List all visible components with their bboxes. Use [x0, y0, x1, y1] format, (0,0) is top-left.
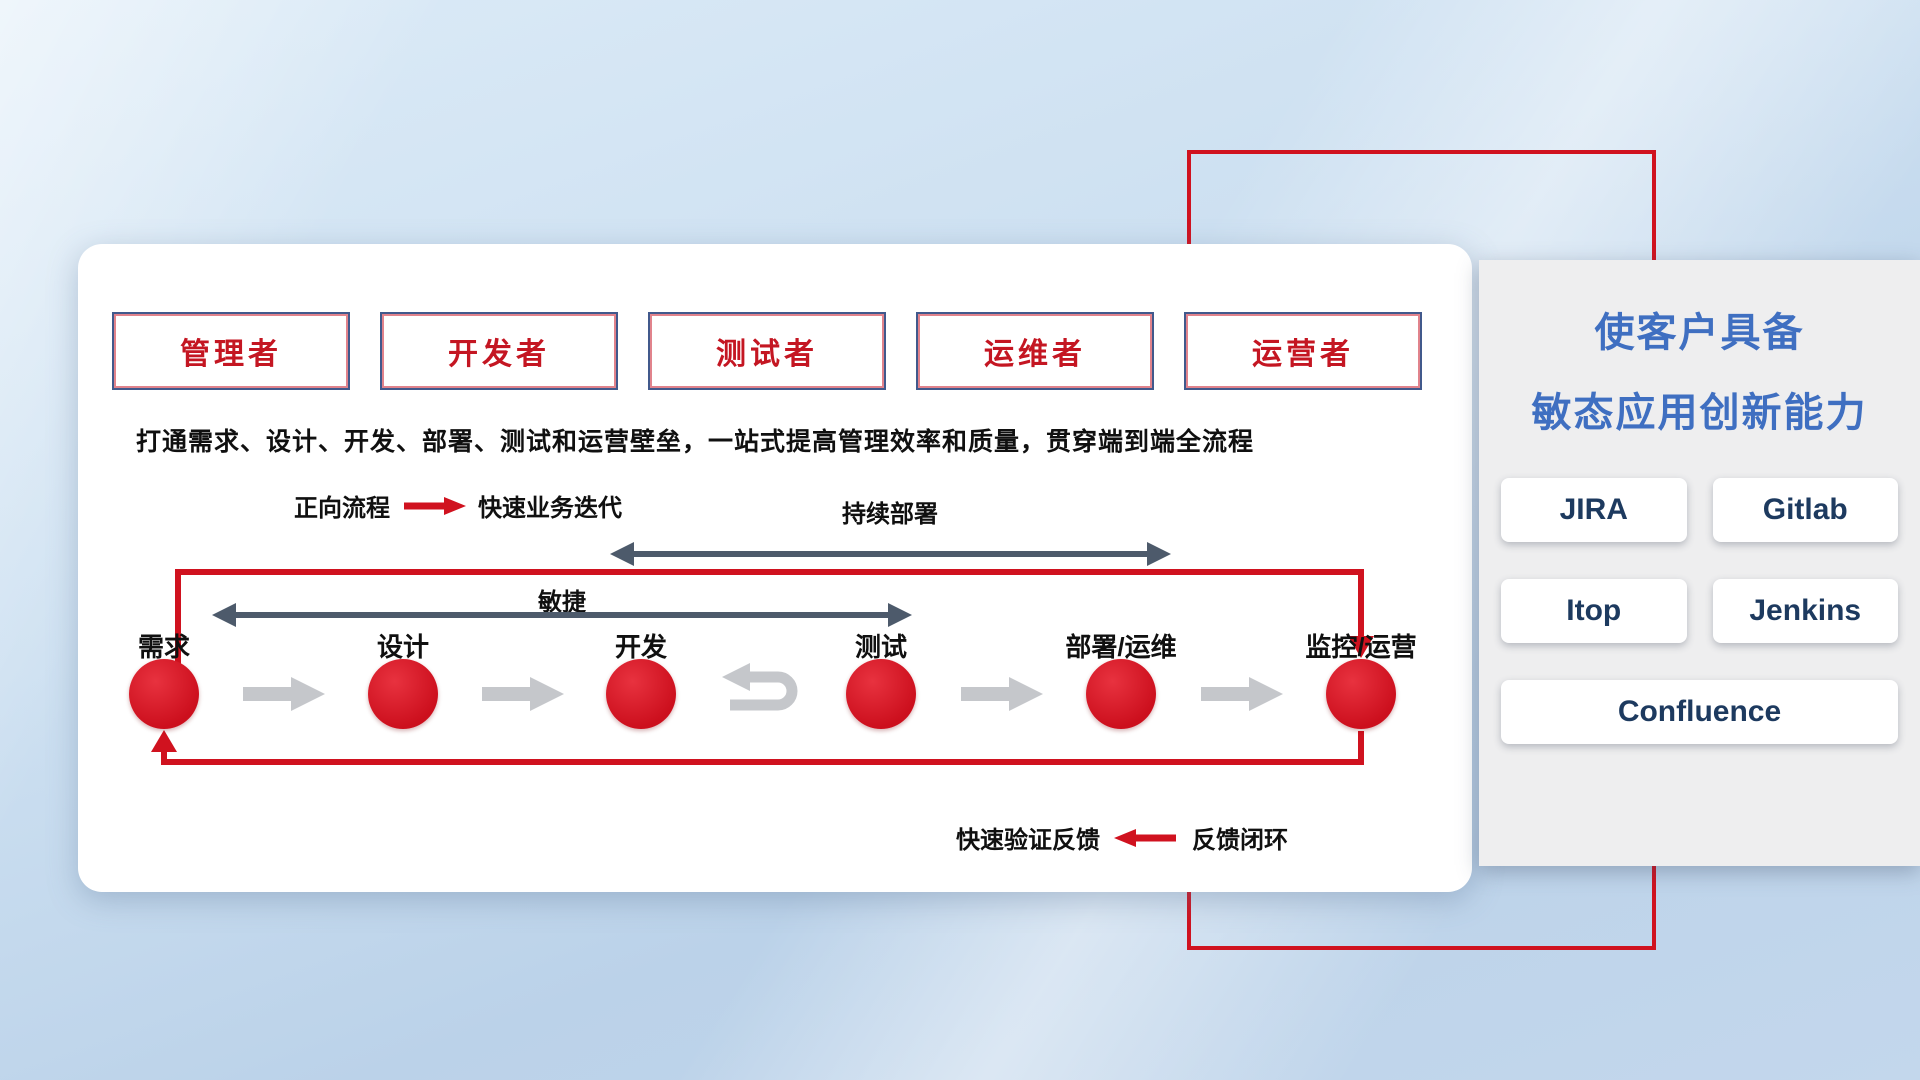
red-loop-bottom-line — [151, 730, 1364, 765]
panel-title-line1: 使客户具备 — [1594, 311, 1805, 355]
tool-jira: JIRA — [1501, 478, 1687, 542]
stage-circle-development — [606, 659, 676, 729]
forward-arrow-icon — [404, 496, 466, 515]
role-box-manager: 管理者 — [112, 312, 350, 390]
tool-confluence: Confluence — [1501, 680, 1898, 744]
role-box-operator: 运营者 — [1184, 312, 1422, 390]
stage-arrow-icon — [961, 677, 1043, 711]
legend-forward-name: 正向流程 — [294, 495, 390, 522]
stage-circle-testing — [846, 659, 916, 729]
capability-panel: 使客户具备 敏态应用创新能力 JIRA Gitlab Itop Jenkins … — [1479, 260, 1920, 866]
roles-row: 管理者 开发者 测试者 运维者 运营者 — [112, 312, 1422, 390]
stage-circle-deploy-ops — [1086, 659, 1156, 729]
iteration-loop-icon — [722, 663, 798, 711]
stage-circle-monitor-ops — [1326, 659, 1396, 729]
continuous-deploy-arrow-icon — [610, 542, 1171, 566]
stage-arrow-icon — [1201, 677, 1283, 711]
continuous-deploy-label: 持续部署 — [842, 501, 938, 528]
stage-arrow-icon — [482, 677, 564, 711]
card-subtitle: 打通需求、设计、开发、部署、测试和运营壁垒，一站式提高管理效率和质量，贯穿端到端… — [136, 428, 1255, 456]
role-box-ops: 运维者 — [916, 312, 1154, 390]
stage-circle-design — [368, 659, 438, 729]
legend-forward-flow: 正向流程 快速业务迭代 — [294, 488, 622, 523]
feedback-arrow-icon — [1114, 828, 1176, 847]
tools-grid: JIRA Gitlab Itop Jenkins Confluence — [1501, 478, 1898, 744]
legend-feedback-loop: 快速验证反馈 反馈闭环 — [956, 820, 1288, 855]
stage-label-development: 开发 — [614, 632, 667, 662]
legend-forward-desc: 快速业务迭代 — [478, 495, 622, 522]
stage-label-design: 设计 — [376, 632, 429, 662]
legend-feedback-name: 反馈闭环 — [1192, 827, 1288, 854]
devops-workflow-card: 管理者 开发者 测试者 运维者 运营者 打通需求、设计、开发、部署、测试和运营壁… — [78, 244, 1472, 892]
panel-title-line2: 敏态应用创新能力 — [1531, 391, 1868, 435]
stage-label-testing: 测试 — [854, 632, 907, 662]
legend-feedback-desc: 快速验证反馈 — [956, 827, 1100, 854]
agile-label: 敏捷 — [538, 589, 586, 616]
stage-arrow-icon — [243, 677, 325, 711]
stage-label-monitor-ops: 监控/运营 — [1305, 632, 1417, 662]
tool-jenkins: Jenkins — [1712, 579, 1898, 643]
stage-label-deploy-ops: 部署/运维 — [1065, 632, 1177, 662]
role-box-developer: 开发者 — [380, 312, 618, 390]
tool-gitlab: Gitlab — [1712, 478, 1898, 542]
role-box-tester: 测试者 — [648, 312, 886, 390]
tool-itop: Itop — [1501, 579, 1687, 643]
stage-label-requirements: 需求 — [137, 632, 190, 662]
stage-circle-requirements — [129, 659, 199, 729]
